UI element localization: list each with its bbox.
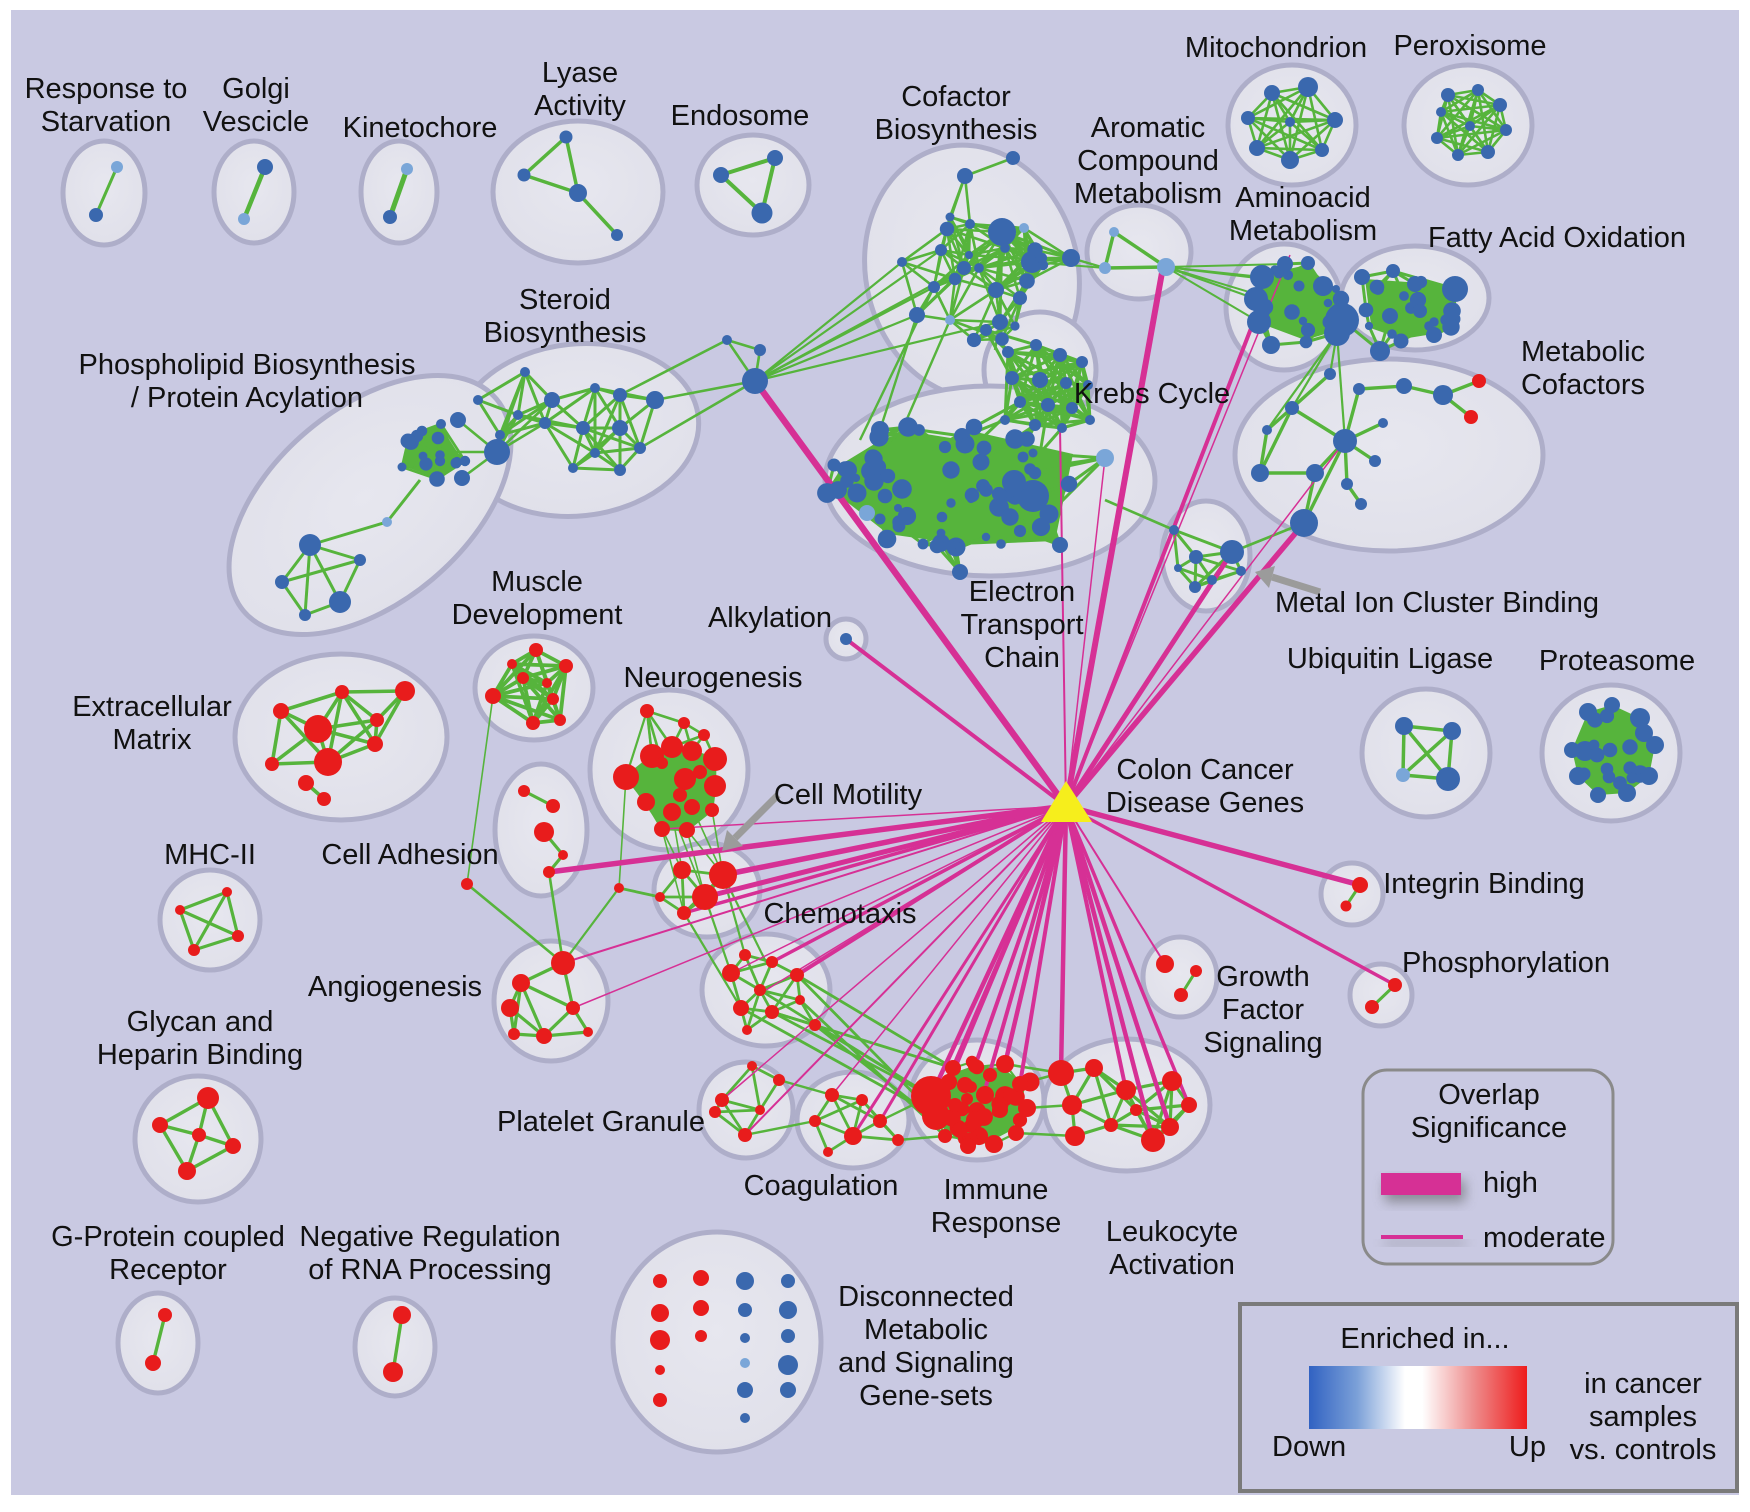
- svg-text:Enriched in...: Enriched in...: [1340, 1323, 1509, 1355]
- svg-text:Krebs Cycle: Krebs Cycle: [1074, 378, 1230, 410]
- svg-text:Cell Adhesion: Cell Adhesion: [321, 839, 498, 871]
- svg-text:Neurogenesis: Neurogenesis: [624, 662, 803, 694]
- svg-text:moderate: moderate: [1483, 1222, 1606, 1254]
- svg-text:Phosphorylation: Phosphorylation: [1402, 947, 1610, 979]
- svg-text:Ubiquitin Ligase: Ubiquitin Ligase: [1287, 643, 1493, 675]
- svg-text:vs. controls: vs. controls: [1570, 1434, 1717, 1466]
- svg-text:Up: Up: [1509, 1431, 1546, 1463]
- svg-text:Mitochondrion: Mitochondrion: [1185, 32, 1367, 64]
- svg-text:Platelet Granule: Platelet Granule: [497, 1106, 705, 1138]
- svg-text:MHC-II: MHC-II: [164, 839, 256, 871]
- svg-text:Angiogenesis: Angiogenesis: [308, 971, 482, 1003]
- svg-text:Alkylation: Alkylation: [708, 602, 832, 634]
- svg-text:Down: Down: [1272, 1431, 1346, 1463]
- svg-text:Proteasome: Proteasome: [1539, 645, 1695, 677]
- svg-text:Coagulation: Coagulation: [744, 1170, 899, 1202]
- svg-text:Endosome: Endosome: [671, 100, 810, 132]
- svg-text:Fatty Acid Oxidation: Fatty Acid Oxidation: [1428, 222, 1686, 254]
- svg-text:Peroxisome: Peroxisome: [1393, 30, 1546, 62]
- svg-text:Metal Ion Cluster Binding: Metal Ion Cluster Binding: [1275, 587, 1599, 619]
- svg-text:Chemotaxis: Chemotaxis: [763, 898, 916, 930]
- svg-text:Kinetochore: Kinetochore: [343, 112, 498, 144]
- svg-text:high: high: [1483, 1167, 1538, 1199]
- svg-text:Phospholipid Biosynthesis/ Pro: Phospholipid Biosynthesis/ Protein Acyla…: [79, 349, 416, 414]
- svg-text:Integrin Binding: Integrin Binding: [1383, 868, 1585, 900]
- svg-text:Cell Motility: Cell Motility: [774, 779, 923, 811]
